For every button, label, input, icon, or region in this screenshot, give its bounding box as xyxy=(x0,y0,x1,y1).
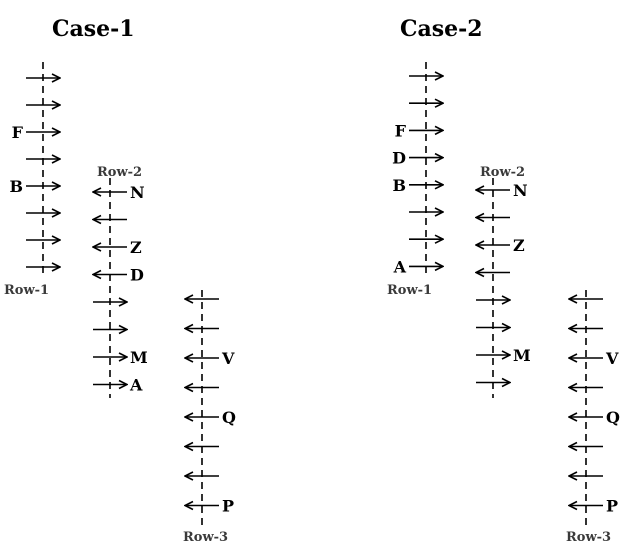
case-2-row-3-label: Row-3 xyxy=(566,530,611,545)
case-1-row-3-seat-8-person: P xyxy=(222,497,234,516)
case-1-row-2-seat-1-person: N xyxy=(130,183,145,202)
case-1-row-3-label: Row-3 xyxy=(183,530,228,545)
case-2-row-1-seat-5-person: B xyxy=(392,176,406,195)
case-1-row-1-label: Row-1 xyxy=(4,283,49,298)
case-2-row-2-seat-7-person: M xyxy=(513,346,531,365)
case-1-row-2-seat-4-person: D xyxy=(130,266,144,285)
case-1-row-2-seat-7-person: M xyxy=(130,348,148,367)
case-1-title: Case-1 xyxy=(52,16,135,42)
case-2-row-2-seat-1-person: N xyxy=(513,181,528,200)
case-2-row-2-seat-3-person: Z xyxy=(513,236,525,255)
case-1-row-3-seat-5-person: Q xyxy=(222,408,236,427)
case-2-row-2-label: Row-2 xyxy=(480,165,525,180)
case-1-row-1-seat-3-person: F xyxy=(12,123,24,142)
case-1-row-3-seat-3-person: V xyxy=(221,349,235,368)
case-1-row-2-label: Row-2 xyxy=(97,165,142,180)
case-1-row-2-seat-3-person: Z xyxy=(130,238,142,257)
case-2-row-1-seat-4-person: D xyxy=(392,149,406,168)
case-2-row-1-seat-8-person: A xyxy=(393,257,407,276)
case-1-row-1-seat-5-person: B xyxy=(9,177,23,196)
case-2-row-3-seat-5-person: Q xyxy=(606,408,620,427)
case-2-title: Case-2 xyxy=(400,16,483,42)
case-2-row-1-label: Row-1 xyxy=(387,283,432,298)
case-2-row-3-seat-8-person: P xyxy=(606,497,618,516)
case-2-row-1-seat-3-person: F xyxy=(395,121,407,140)
case-2-row-3-seat-3-person: V xyxy=(605,349,619,368)
case-1-row-2-seat-8-person: A xyxy=(129,376,143,395)
